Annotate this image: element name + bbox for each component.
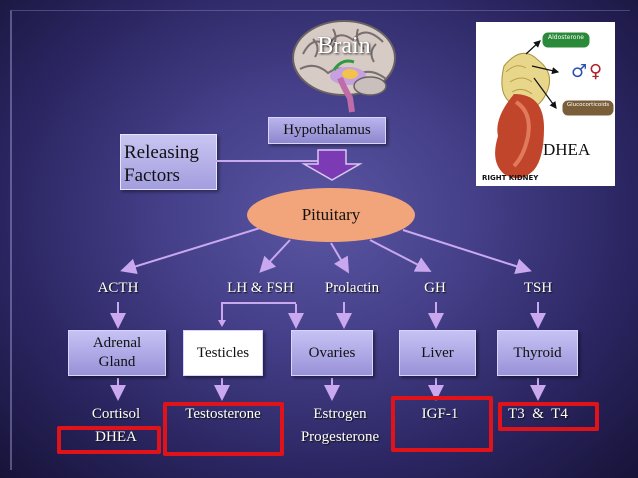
hormone-acth: ACTH — [97, 280, 139, 296]
product-t3-t4: T3 & T4 — [508, 406, 568, 422]
highlight-testosterone — [163, 402, 284, 456]
organ-thyroid: Thyroid — [497, 330, 578, 376]
svg-text:♀: ♀ — [589, 61, 602, 82]
aldosterone-label: Aldosterone — [548, 34, 584, 41]
kidney-adrenal-illustration: ♂ ♀ — [495, 31, 615, 179]
brain-title: Brain — [317, 33, 371, 59]
organ-adrenal-gland: Adrenal Gland — [68, 330, 166, 376]
product-testosterone: Testosterone — [185, 406, 261, 422]
organ-liver: Liver — [399, 330, 476, 376]
product-cortisol: Cortisol — [91, 406, 141, 422]
organ-testicles: Testicles — [183, 330, 263, 376]
svg-text:♂: ♂ — [571, 61, 587, 82]
product-dhea: DHEA — [95, 429, 137, 445]
product-estrogen: Estrogen — [313, 406, 367, 422]
pituitary-node: Pituitary — [247, 188, 415, 242]
highlight-dhea — [57, 426, 161, 454]
photo-dhea-label: DHEA — [543, 140, 591, 159]
highlight-igf-1 — [391, 396, 493, 452]
hypothalamus-box: Hypothalamus — [268, 117, 386, 144]
hormone-prolactin: Prolactin — [324, 280, 380, 296]
hormone-gh: GH — [424, 280, 446, 296]
releasing-factors-label: Releasing Factors — [124, 142, 199, 186]
glucocorticoids-label: Glucocorticoids — [566, 102, 610, 108]
highlight-t3-t4 — [498, 402, 599, 431]
product-progesterone: Progesterone — [300, 429, 380, 445]
product-igf-1: IGF-1 — [421, 406, 459, 422]
releasing-factors-box — [120, 134, 217, 190]
hormone-tsh: TSH — [523, 280, 553, 296]
brain-illustration — [292, 20, 396, 113]
hormone-lh-fsh: LH & FSH — [227, 280, 294, 296]
right-kidney-label: RIGHT KIDNEY — [482, 174, 539, 182]
organ-ovaries: Ovaries — [291, 330, 373, 376]
